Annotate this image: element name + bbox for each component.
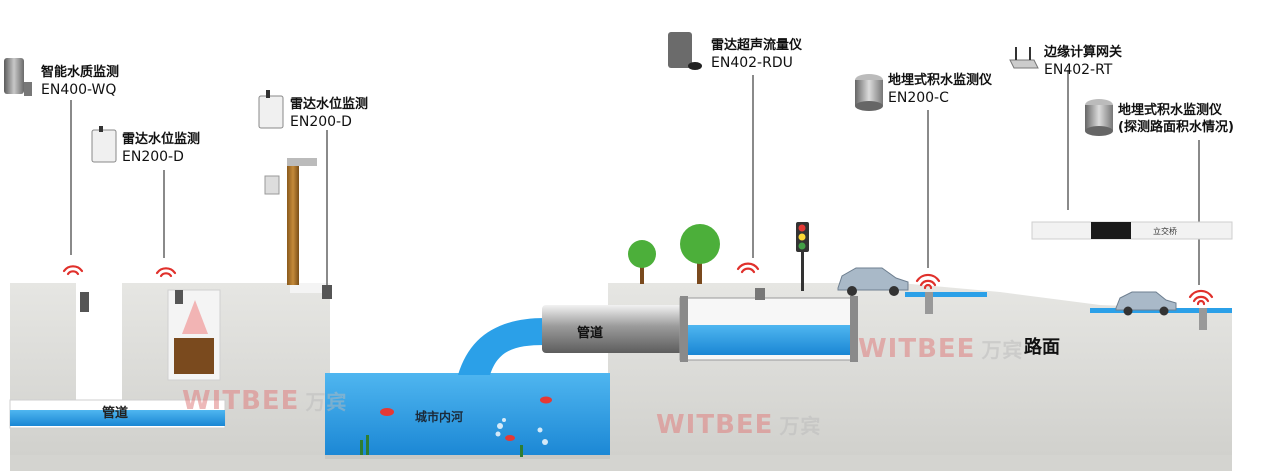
device-name: 地埋式积水监测仪 xyxy=(1118,103,1223,118)
sensor-buried-1-post xyxy=(925,292,933,314)
buried-sensor-icon-2 xyxy=(1085,99,1113,136)
river-label: 城市内河 xyxy=(415,410,464,424)
sensor-level-1-mount xyxy=(175,290,183,304)
led-display xyxy=(1091,222,1131,239)
bubble-icons xyxy=(495,418,548,445)
radar-pole xyxy=(287,158,299,285)
device-label-radar-level-1: 雷达水位监测 EN200-D xyxy=(122,131,200,166)
device-name: 智能水质监测 xyxy=(41,65,120,80)
shaft-3 xyxy=(290,283,330,293)
watermark-cn: 万宾 xyxy=(981,338,1024,362)
flow-pipe-water xyxy=(683,325,852,355)
device-label-radar-level-2: 雷达水位监测 EN200-D xyxy=(290,96,368,131)
tree-icon-1 xyxy=(628,240,656,284)
sensor-flow-mount xyxy=(755,288,765,300)
signal-icon-1 xyxy=(62,265,84,276)
traffic-light-icon xyxy=(796,222,809,291)
signal-icon-5 xyxy=(1188,289,1214,306)
pipe-left-water xyxy=(10,410,225,426)
device-label-buried-2: 地埋式积水监测仪 (探测路面积水情况) xyxy=(1118,102,1234,136)
car-icon-1 xyxy=(837,267,909,296)
overpass-label: 立交桥 xyxy=(1153,227,1177,236)
water-quality-device-icon xyxy=(4,58,32,96)
watermark-cn: 万宾 xyxy=(305,390,348,414)
signal-icon-3 xyxy=(736,262,760,274)
radar-arm xyxy=(287,158,317,166)
signal-icon-4 xyxy=(915,273,941,290)
device-model: EN402-RDU xyxy=(711,55,793,71)
signal-icon-2 xyxy=(155,267,177,278)
pipe-label-left: 管道 xyxy=(102,406,129,421)
outfall-stream xyxy=(458,318,545,375)
pole-cabinet xyxy=(264,175,280,195)
mud-box xyxy=(174,338,214,374)
device-model: EN200-D xyxy=(122,149,184,165)
watermark-brand: WITBEE xyxy=(656,410,774,440)
device-note: (探测路面积水情况) xyxy=(1118,120,1234,135)
device-name: 雷达水位监测 xyxy=(122,132,201,147)
buried-sensor-icon-1 xyxy=(855,74,883,111)
device-model: EN402-RT xyxy=(1044,62,1113,78)
device-model: EN200-C xyxy=(888,90,949,106)
device-name: 雷达水位监测 xyxy=(290,97,369,112)
flange-left xyxy=(680,296,688,362)
signal-icons xyxy=(62,262,1214,306)
fish-icon-2 xyxy=(540,396,552,404)
radar-beam xyxy=(182,300,208,334)
pipe-label-right: 管道 xyxy=(577,326,604,341)
device-name: 地埋式积水监测仪 xyxy=(888,73,993,88)
car-icon-2 xyxy=(1115,291,1177,316)
radar-flow-device-icon xyxy=(668,32,702,70)
radar-level-device-icon-1 xyxy=(91,126,117,163)
radar-level-device-icon-2 xyxy=(258,90,284,129)
watermark-brand: WITBEE xyxy=(182,386,300,416)
sensor-buried-2-post xyxy=(1199,308,1207,330)
fish-icon-1 xyxy=(380,408,394,416)
device-name: 边缘计算网关 xyxy=(1044,45,1123,60)
watermark-brand: WITBEE xyxy=(858,334,976,364)
flange-right xyxy=(850,296,858,362)
overpass xyxy=(1031,221,1233,240)
edge-gateway-icon xyxy=(1009,47,1039,69)
river-bed xyxy=(325,455,610,459)
device-model: EN200-D xyxy=(290,114,352,130)
device-label-edge-gateway: 边缘计算网关 EN402-RT xyxy=(1044,44,1122,79)
device-label-buried-1: 地埋式积水监测仪 EN200-C xyxy=(888,72,992,107)
main-pipe xyxy=(542,305,690,353)
tree-icon-2 xyxy=(680,224,720,284)
river xyxy=(325,373,610,458)
watermark-cn: 万宾 xyxy=(779,414,822,438)
sensor-level-2-mount xyxy=(322,285,332,299)
device-label-wq: 智能水质监测 EN400-WQ xyxy=(41,64,119,99)
puddle-1 xyxy=(905,292,987,297)
road-label: 路面 xyxy=(1024,337,1060,358)
fish-icons xyxy=(380,396,552,441)
device-label-radar-flow: 雷达超声流量仪 EN402-RDU xyxy=(711,37,802,72)
device-model: EN400-WQ xyxy=(41,82,117,98)
device-name: 雷达超声流量仪 xyxy=(711,38,803,53)
ground-bottom xyxy=(10,455,1232,471)
fish-icon-3 xyxy=(505,435,515,441)
plant-icons xyxy=(360,435,523,457)
sensor-wq-mount xyxy=(80,292,89,312)
